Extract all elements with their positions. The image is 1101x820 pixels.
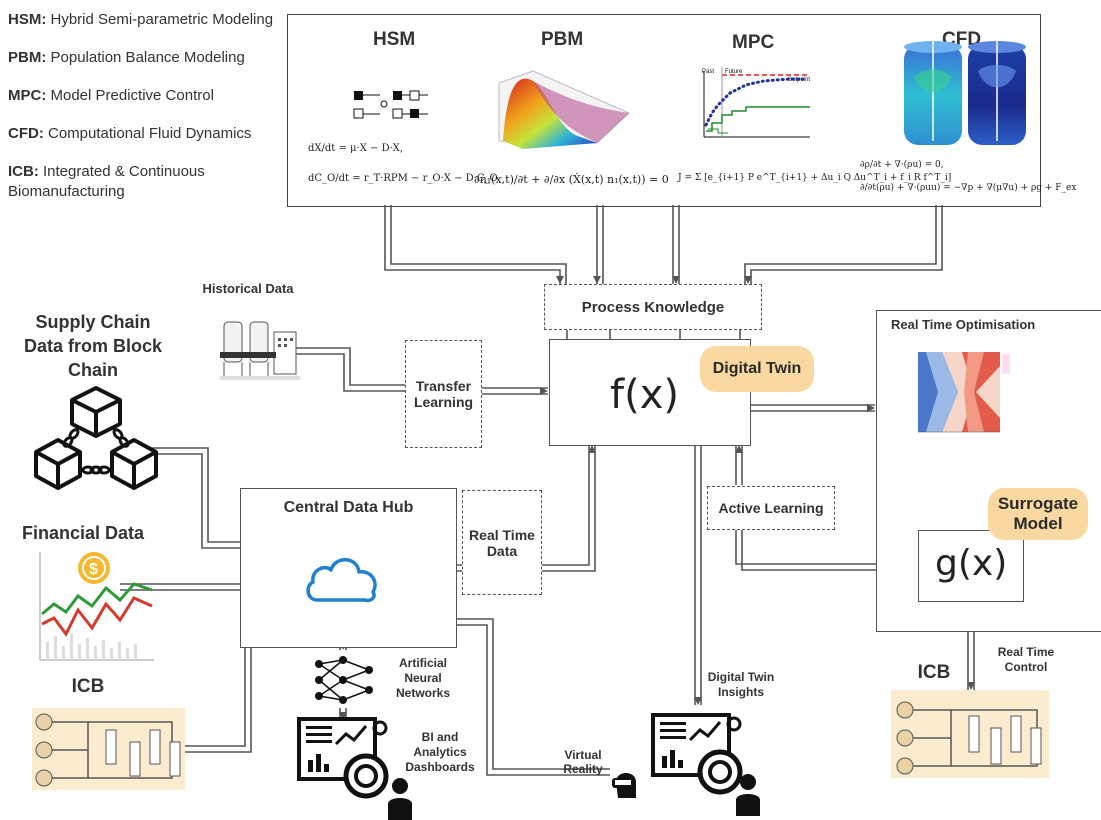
surrogate-function-box: g(x) bbox=[918, 530, 1024, 602]
process-knowledge-box: Process Knowledge bbox=[544, 284, 762, 330]
bioreactor-plant-icon bbox=[220, 321, 300, 380]
vr-headset-icon bbox=[612, 773, 636, 798]
financial-data-label: Financial Data bbox=[22, 523, 145, 543]
legend-item-cfd: CFD: Computational Fluid Dynamics bbox=[8, 125, 252, 142]
neural-network-icon bbox=[315, 656, 373, 704]
insights-dashboard-icon bbox=[651, 713, 760, 816]
active-learning-label: Active Learning bbox=[718, 500, 824, 516]
real-time-control-label: Real Time Control bbox=[997, 645, 1055, 674]
hsm-block-diagram bbox=[353, 90, 428, 119]
hsm-equation-1: dX/dt = μ·X − D·X, bbox=[308, 143, 404, 154]
cloud-icon bbox=[306, 558, 377, 603]
mpc-past-label: Past bbox=[702, 69, 714, 75]
bi-dashboard-icon bbox=[297, 717, 412, 820]
dollar-icon: $ bbox=[89, 561, 98, 578]
active-learning-box: Active Learning bbox=[707, 486, 835, 530]
mpc-control-plot: Past Future Setpoint bbox=[702, 67, 810, 138]
cfd-equation-1: ∂ρ/∂t + ∇·(ρu) = 0, bbox=[860, 160, 944, 170]
process-models-panel: HSM PBM MPC CFD dX/dt = μ·X − D·X, dC_O/… bbox=[287, 14, 1076, 207]
historical-data-label: Historical Data bbox=[202, 281, 294, 296]
digital-twin-label: Digital Twin bbox=[712, 360, 802, 377]
cfd-vessel-render bbox=[904, 37, 1026, 145]
blockchain-icon bbox=[34, 386, 158, 490]
mpc-title: MPC bbox=[732, 32, 775, 53]
central-data-hub-label: Central Data Hub bbox=[283, 499, 414, 516]
real-time-optimisation-label: Real Time Optimisation bbox=[891, 317, 1036, 332]
icb-left-schematic bbox=[32, 708, 185, 790]
ann-label: Artificial Neural Networks bbox=[395, 656, 451, 700]
financial-chart-icon: $ bbox=[39, 552, 154, 661]
process-knowledge-label: Process Knowledge bbox=[581, 298, 725, 316]
optimisation-heatmap bbox=[918, 352, 1010, 433]
pbm-title: PBM bbox=[541, 29, 584, 50]
mpc-future-label: Future bbox=[725, 69, 743, 75]
digital-twin-insights-label: Digital Twin Insights bbox=[707, 670, 775, 699]
icb-right-label: ICB bbox=[917, 662, 951, 683]
legend-item-hsm: HSM: Hybrid Semi-parametric Modeling bbox=[8, 11, 274, 28]
surrogate-model-label: Surrogate Model bbox=[997, 494, 1079, 533]
icb-right-schematic bbox=[891, 690, 1049, 778]
digital-twin-badge: Digital Twin bbox=[700, 346, 814, 392]
bi-dashboards-label: BI and Analytics Dashboards bbox=[405, 730, 475, 774]
fx-label: f(x) bbox=[610, 372, 679, 418]
mpc-equation: J = Σ [e_{i+1} P e^T_{i+1} + Δu_i Q Δu^T… bbox=[678, 173, 952, 183]
virtual-reality-label: Virtual Reality bbox=[563, 748, 603, 776]
legend-item-mpc: MPC: Model Predictive Control bbox=[8, 87, 214, 104]
gx-label: g(x) bbox=[935, 543, 1008, 584]
cfd-equation-2: ∂/∂t(ρu) + ∇·(ρuu) = −∇p + ∇(μ∇u) + ρg +… bbox=[860, 183, 1077, 193]
transfer-learning-label: Transfer Learning bbox=[413, 378, 474, 410]
legend-item-icb: ICB: Integrated & Continuous Biomanufact… bbox=[8, 163, 205, 200]
hsm-equation-2: dC_O/dt = r_T·RPM − r_O·X − D·C_O. bbox=[308, 173, 501, 184]
pbm-surface-plot bbox=[498, 70, 630, 149]
surrogate-model-badge: Surrogate Model bbox=[988, 488, 1088, 540]
legend: HSM: Hybrid Semi-parametric Modeling PBM… bbox=[8, 10, 283, 202]
hsm-title: HSM bbox=[373, 29, 416, 50]
pbm-equation: ∂n₁(x,t)/∂t + ∂/∂x (Ẋ(x,t) n₁(x,t)) = 0 bbox=[474, 173, 669, 186]
legend-item-pbm: PBM: Population Balance Modeling bbox=[8, 49, 245, 66]
icb-left-label: ICB bbox=[71, 676, 105, 697]
real-time-data-label: Real Time Data bbox=[469, 526, 535, 559]
real-time-data-box: Real Time Data bbox=[462, 490, 542, 595]
supply-chain-label: Supply Chain Data from Block Chain bbox=[23, 312, 163, 380]
transfer-learning-box: Transfer Learning bbox=[405, 340, 482, 448]
